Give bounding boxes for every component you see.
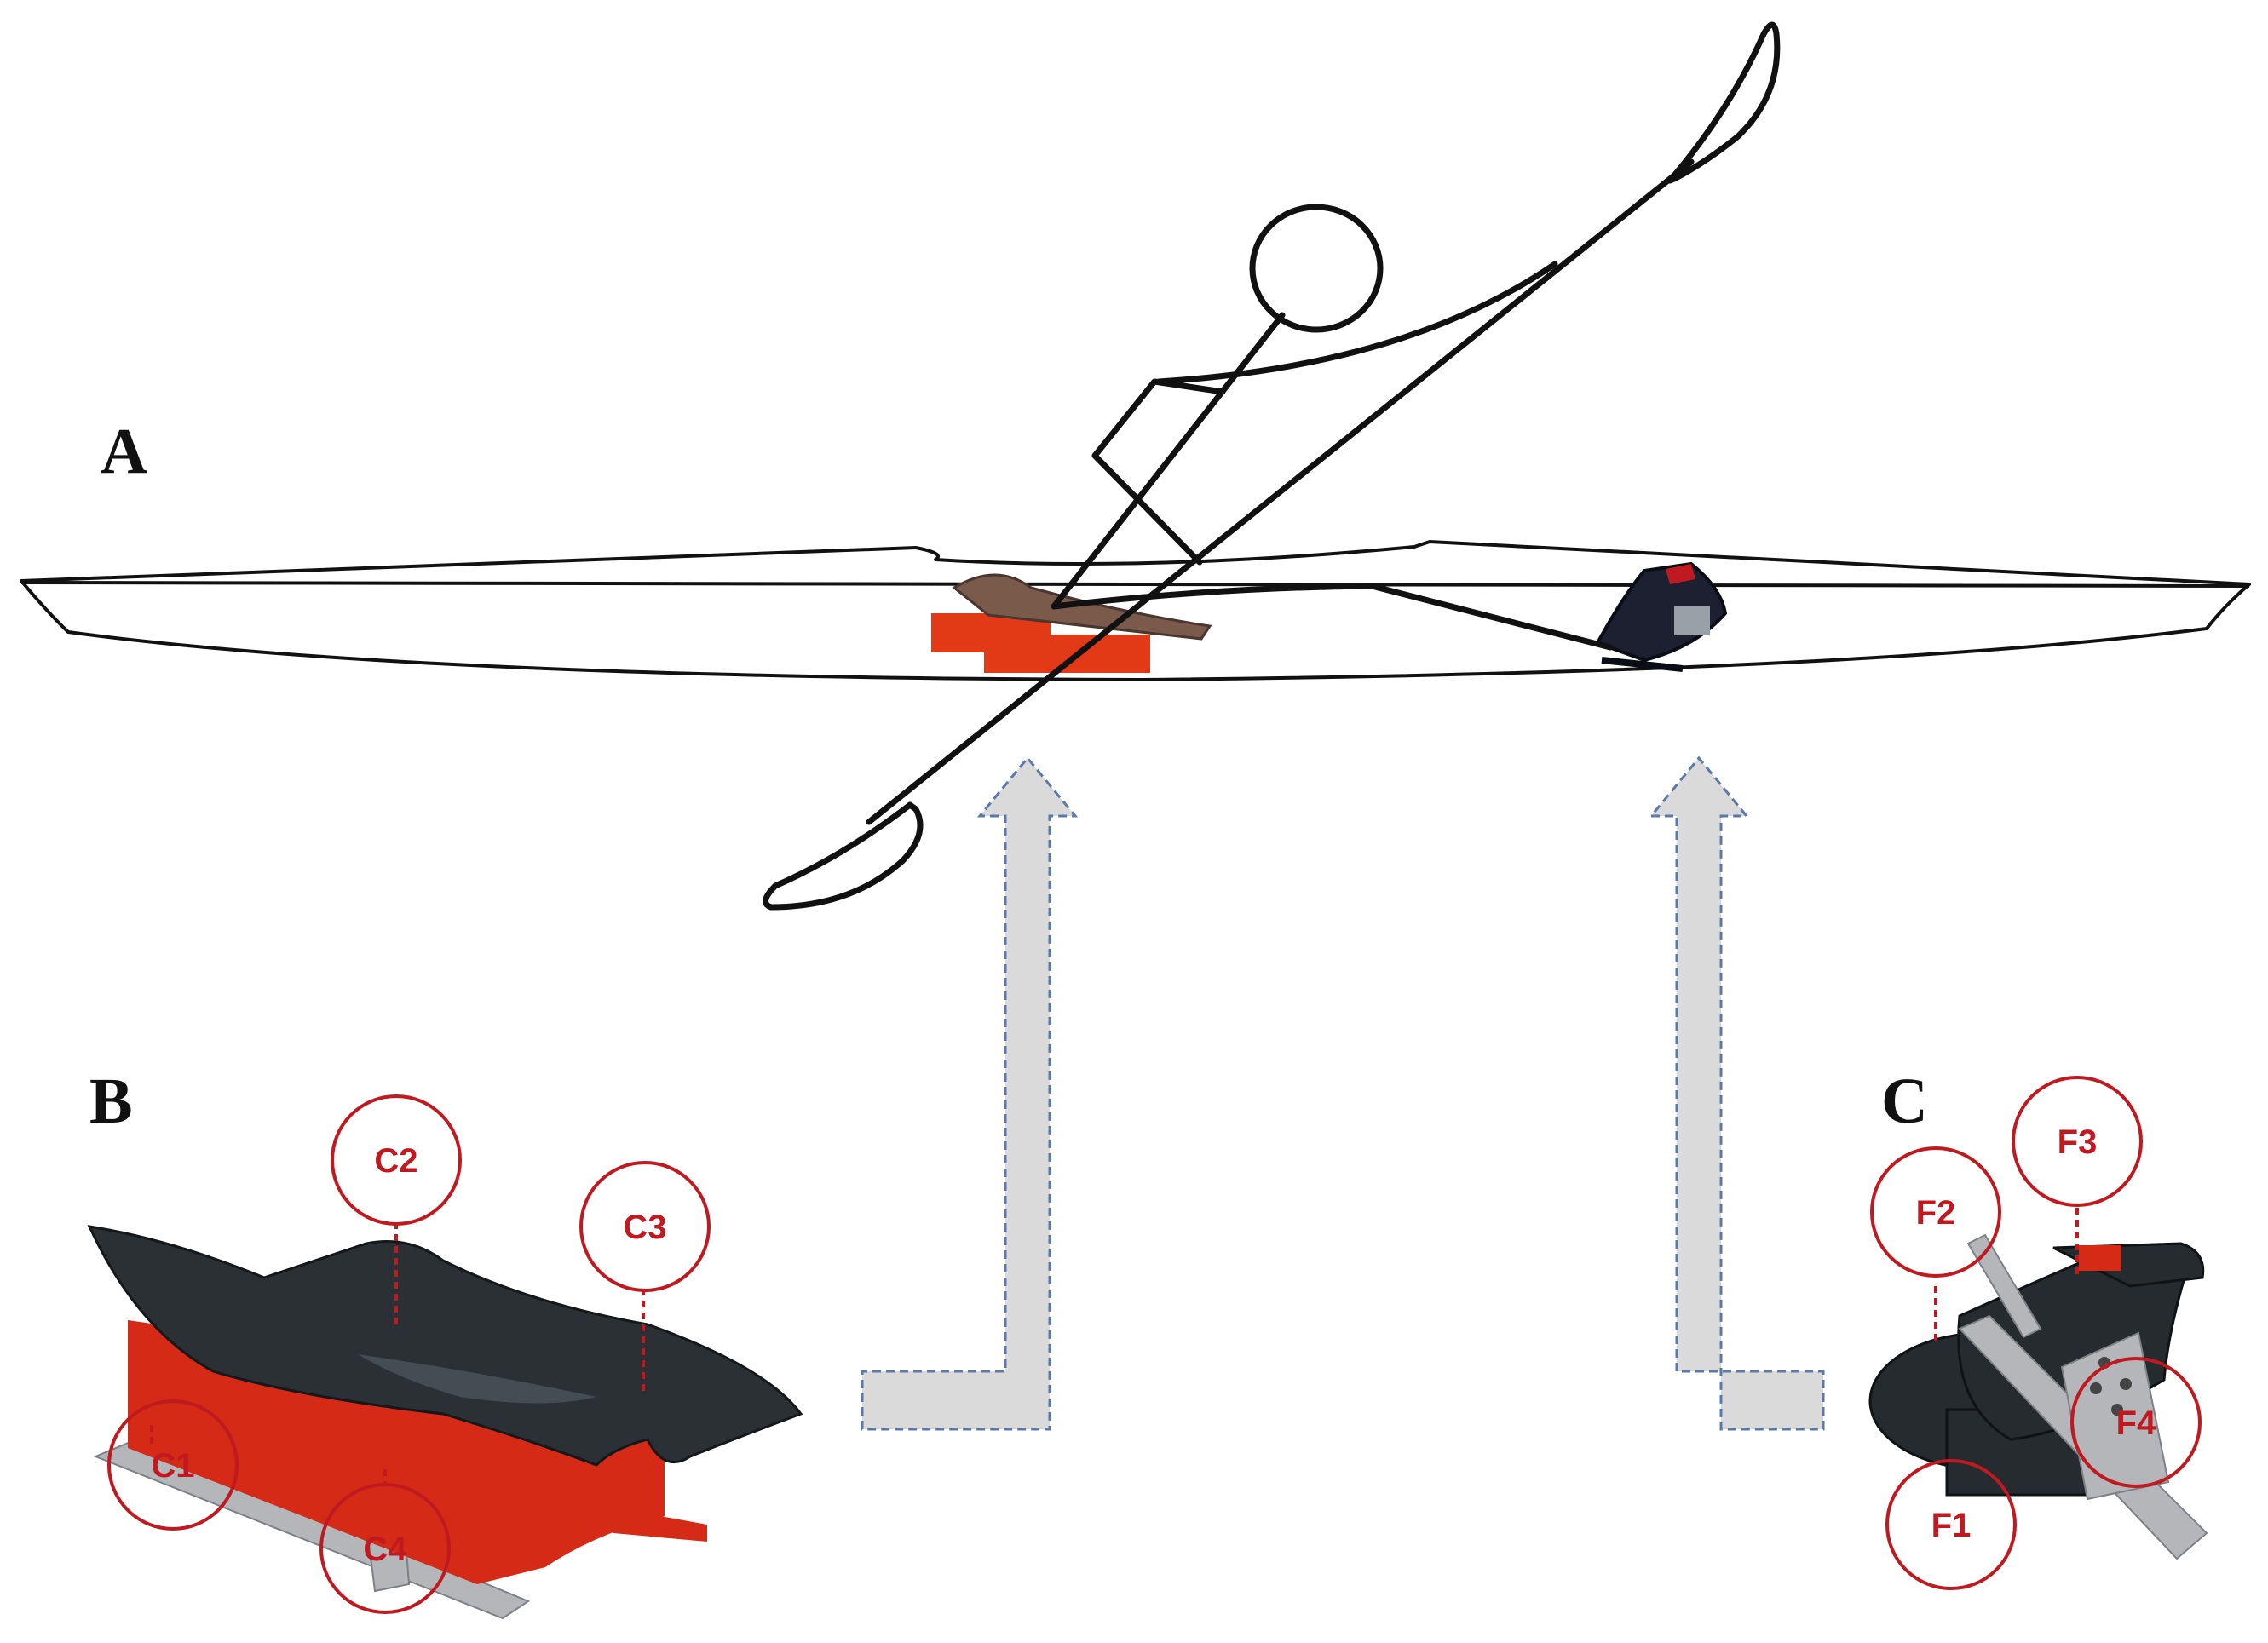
- connector-arrow-seat: [862, 758, 1075, 1429]
- arrow-footrest-shape: [1651, 758, 1823, 1429]
- panel-a-letter: A: [101, 416, 147, 487]
- sensor-f1-marker: F1: [1887, 1461, 2015, 1588]
- sensor-c2-label: C2: [374, 1142, 417, 1180]
- panel-a: A: [21, 25, 2249, 907]
- sensor-c2-marker: C2: [332, 1096, 460, 1224]
- panel-b: B C1 C2 C3 C4: [89, 1066, 801, 1618]
- panel-c: C F1 F2 F3: [1870, 1066, 2207, 1588]
- paddler-head: [1252, 207, 1380, 330]
- arrow-seat-shape: [862, 758, 1075, 1429]
- sensor-c4-marker: C4: [321, 1485, 449, 1612]
- sensor-f3-label: F3: [2058, 1123, 2098, 1161]
- panel-b-letter: B: [89, 1066, 133, 1137]
- sensor-f3-marker: F3: [2013, 1077, 2141, 1205]
- paddle-blade-lower: [766, 805, 920, 907]
- sensor-c1-marker: C1: [109, 1401, 237, 1529]
- sensor-c3-label: C3: [623, 1209, 666, 1246]
- sensor-f2-label: F2: [1916, 1194, 1956, 1232]
- paddle-shaft: [869, 162, 1691, 822]
- sensor-c3-marker: C3: [581, 1163, 709, 1290]
- sensor-c4-label: C4: [363, 1531, 407, 1568]
- sensor-f2-marker: F2: [1872, 1148, 2000, 1276]
- sensor-c1-label: C1: [151, 1447, 194, 1485]
- paddle-blade-upper: [1670, 25, 1777, 181]
- footrest-red-tab: [2079, 1245, 2121, 1271]
- panel-c-letter: C: [1881, 1066, 1928, 1137]
- paddle: [766, 25, 1777, 907]
- sensor-f4-marker: F4: [2072, 1359, 2200, 1486]
- connector-arrow-footrest: [1651, 758, 1823, 1429]
- sensor-f1-label: F1: [1931, 1507, 1972, 1544]
- sensor-f4-label: F4: [2116, 1405, 2156, 1442]
